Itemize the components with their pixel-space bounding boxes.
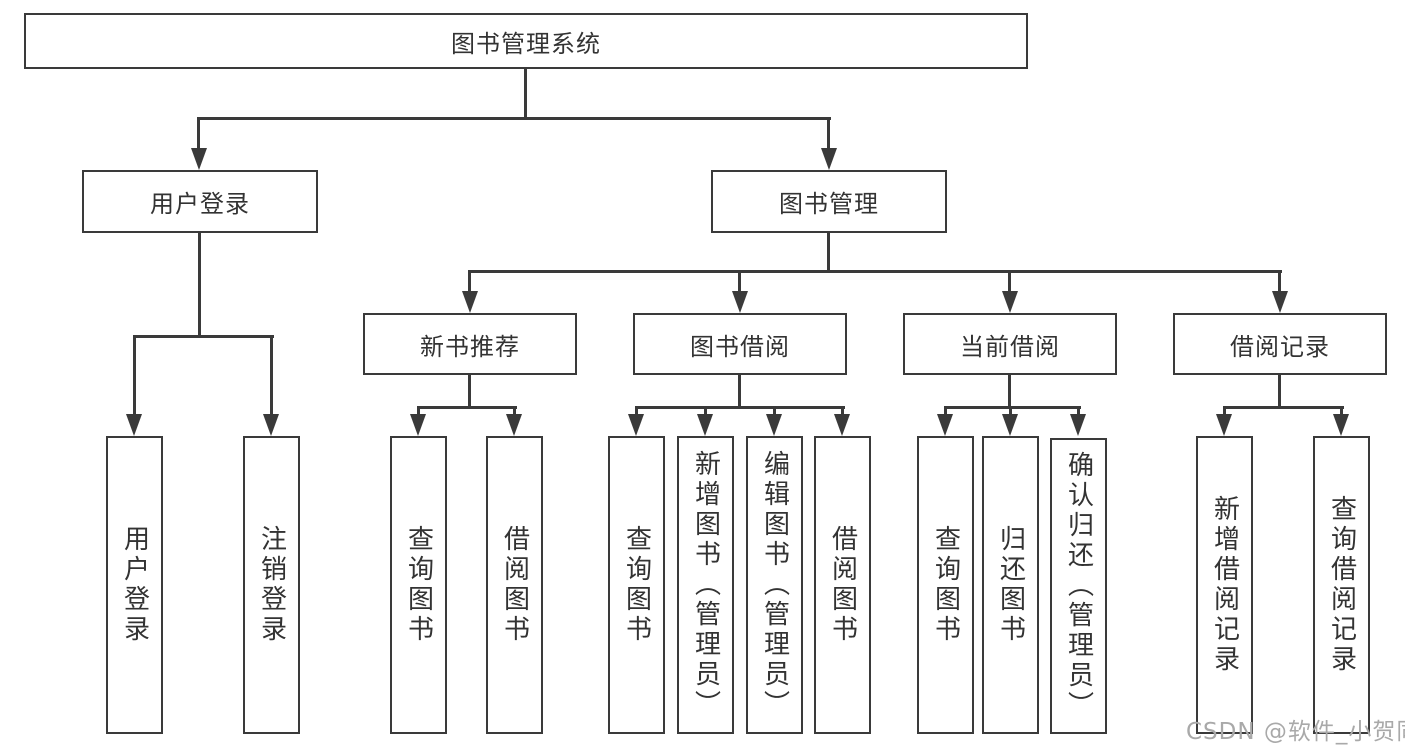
arrow-down-icon <box>1002 414 1018 436</box>
leaf-label: 查询图书 <box>930 525 961 645</box>
node-current-borrowing: 当前借阅 <box>903 313 1117 375</box>
node-label: 当前借阅 <box>960 332 1060 361</box>
connector-line <box>468 375 471 408</box>
node-label: 新书推荐 <box>420 332 520 361</box>
leaf-query-borrow-record: 查询借阅记录 <box>1313 436 1370 734</box>
connector-line <box>773 406 776 416</box>
connector-line <box>1009 406 1012 416</box>
arrow-down-icon <box>1333 414 1349 436</box>
arrow-down-icon <box>1272 291 1288 313</box>
connector-line <box>841 406 844 416</box>
leaf-label: 借阅图书 <box>827 525 858 645</box>
connector-line <box>827 233 830 273</box>
node-book-management: 图书管理 <box>711 170 947 233</box>
connector-line <box>704 406 707 416</box>
arrow-down-icon <box>126 414 142 436</box>
connector-line <box>1077 406 1080 416</box>
connector-line <box>635 406 638 416</box>
connector-line <box>1008 270 1011 293</box>
node-label: 用户登录 <box>150 190 250 218</box>
connector-line <box>1223 406 1344 409</box>
leaf-add-books-admin: 新增图书（管理员） <box>677 436 734 734</box>
leaf-add-borrow-record: 新增借阅记录 <box>1196 436 1253 734</box>
leaf-label: 借阅图书 <box>499 525 530 645</box>
arrow-down-icon <box>506 414 522 436</box>
connector-line <box>944 406 947 416</box>
leaf-label: 注销登录 <box>256 525 287 645</box>
connector-line <box>944 406 1081 409</box>
arrow-down-icon <box>628 414 644 436</box>
connector-line <box>198 233 201 337</box>
node-user-login: 用户登录 <box>82 170 318 233</box>
leaf-query-books: 查询图书 <box>917 436 974 734</box>
leaf-logout: 注销登录 <box>243 436 300 734</box>
arrow-down-icon <box>1070 414 1086 436</box>
arrow-down-icon <box>732 291 748 313</box>
leaf-label: 编辑图书（管理员） <box>759 450 790 720</box>
leaf-borrow-books: 借阅图书 <box>486 436 543 734</box>
connector-line <box>417 406 420 416</box>
node-new-book-recommendation: 新书推荐 <box>363 313 577 375</box>
node-label: 借阅记录 <box>1230 332 1330 361</box>
arrow-down-icon <box>1216 414 1232 436</box>
leaf-label: 查询图书 <box>403 525 434 645</box>
leaf-label: 新增借阅记录 <box>1209 495 1240 675</box>
arrow-down-icon <box>1002 291 1018 313</box>
arrow-down-icon <box>821 148 837 170</box>
connector-line <box>468 270 1282 273</box>
leaf-label: 查询借阅记录 <box>1326 495 1357 675</box>
connector-line <box>197 117 831 120</box>
leaf-return-books: 归还图书 <box>982 436 1039 734</box>
connector-line <box>738 375 741 408</box>
leaf-edit-books-admin: 编辑图书（管理员） <box>746 436 803 734</box>
node-label: 图书管理系统 <box>451 29 601 58</box>
leaf-label: 确认归还（管理员） <box>1063 451 1094 721</box>
arrow-down-icon <box>462 291 478 313</box>
connector-line <box>1278 375 1281 408</box>
leaf-label: 新增图书（管理员） <box>690 450 721 720</box>
arrow-down-icon <box>834 414 850 436</box>
node-book-borrowing: 图书借阅 <box>633 313 847 375</box>
node-library-management-system: 图书管理系统 <box>24 13 1028 69</box>
connector-line <box>468 270 471 293</box>
arrow-down-icon <box>766 414 782 436</box>
arrow-down-icon <box>410 414 426 436</box>
leaf-label: 归还图书 <box>995 525 1026 645</box>
connector-line <box>635 406 845 409</box>
leaf-label: 查询图书 <box>621 525 652 645</box>
node-label: 图书管理 <box>779 190 879 218</box>
leaf-label: 用户登录 <box>119 525 150 645</box>
arrow-down-icon <box>191 148 207 170</box>
arrow-down-icon <box>263 414 279 436</box>
node-borrowing-records: 借阅记录 <box>1173 313 1387 375</box>
connector-line <box>1340 406 1343 416</box>
connector-line <box>133 335 136 416</box>
connector-line <box>1223 406 1226 416</box>
connector-line <box>197 117 200 150</box>
connector-line <box>738 270 741 293</box>
connector-line <box>133 335 274 338</box>
connector-line <box>524 69 527 118</box>
connector-line <box>513 406 516 416</box>
connector-line <box>1278 270 1281 293</box>
arrow-down-icon <box>697 414 713 436</box>
csdn-watermark: CSDN @软件_小贺同学 <box>1186 719 1405 745</box>
leaf-user-login: 用户登录 <box>106 436 163 734</box>
leaf-query-books: 查询图书 <box>608 436 665 734</box>
node-label: 图书借阅 <box>690 332 790 361</box>
connector-line <box>417 406 517 409</box>
leaf-borrow-books: 借阅图书 <box>814 436 871 734</box>
leaf-confirm-return-admin: 确认归还（管理员） <box>1050 438 1107 734</box>
leaf-query-books: 查询图书 <box>390 436 447 734</box>
arrow-down-icon <box>937 414 953 436</box>
connector-line <box>827 117 830 150</box>
connector-line <box>270 335 273 416</box>
connector-line <box>1008 375 1011 408</box>
